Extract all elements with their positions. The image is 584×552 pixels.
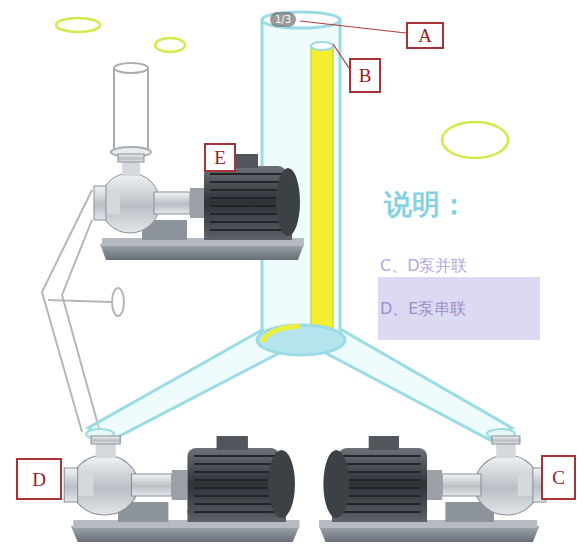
callout-letter: E — [214, 148, 226, 167]
page-badge: 1/3 — [270, 12, 296, 27]
leader-line — [300, 21, 406, 33]
callout-box: B — [349, 58, 381, 93]
pump-e — [94, 154, 304, 260]
branch-pipe — [88, 330, 285, 440]
note-band — [378, 277, 540, 340]
callout-box: E — [204, 143, 236, 172]
pipe-end — [262, 12, 340, 28]
pipe-junction — [257, 325, 345, 355]
callout-letter: C — [552, 468, 565, 487]
pump-d — [64, 436, 299, 542]
branch-pipe — [320, 330, 512, 440]
pump-c — [319, 436, 546, 542]
pipe-end — [311, 42, 333, 50]
decor-oval — [155, 38, 185, 52]
callout-box: A — [406, 22, 444, 49]
valve-handwheel — [112, 288, 124, 316]
note-heading: 说明： — [384, 190, 468, 221]
callout-letter: B — [359, 66, 372, 85]
series-pipe — [62, 220, 100, 432]
leader-line — [333, 44, 349, 68]
pipe-end — [114, 63, 148, 73]
callout-box: C — [541, 455, 576, 500]
discharge-pipe — [114, 68, 148, 152]
valve-stem — [48, 300, 112, 302]
decor-oval — [442, 122, 508, 158]
flow-column — [311, 46, 333, 340]
callout-letter: D — [32, 470, 46, 489]
callout-box: D — [16, 458, 62, 500]
flow-crescent — [262, 326, 300, 342]
callout-letter: A — [418, 26, 432, 45]
note-line: C、D泵并联 — [380, 257, 468, 275]
note-line: D、E泵串联 — [380, 300, 466, 318]
decor-oval — [56, 18, 100, 32]
